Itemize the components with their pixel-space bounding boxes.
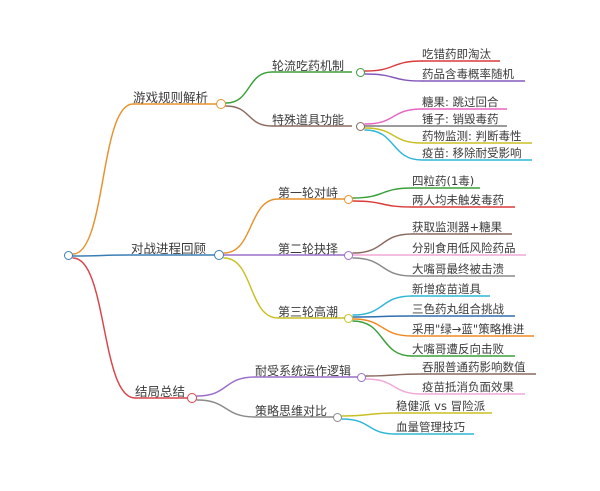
node-label-n2c[interactable]: 第三轮高潮 — [278, 306, 338, 320]
node-label-n2b[interactable]: 第二轮抉择 — [278, 243, 338, 257]
node-text-n2b: 第二轮抉择 — [278, 242, 339, 256]
node-label-n1a2[interactable]: 药品含毒概率随机 — [422, 67, 514, 83]
node-text-n2a: 第一轮对峙 — [278, 186, 339, 200]
node-text-n2c1: 新增疫苗道具 — [412, 282, 481, 296]
node-label-n1[interactable]: 游戏规则解析 — [133, 90, 209, 107]
node-label-n2a[interactable]: 第一轮对峙 — [278, 187, 338, 201]
edge-n1b-to-n1b4 — [364, 129, 423, 161]
node-text-n1a: 轮流吃药机制 — [272, 59, 345, 73]
node-text-n2b3: 大嘴哥最终被击溃 — [412, 262, 504, 276]
node-dot-n3[interactable] — [187, 393, 197, 403]
edge-n2a-to-n2a1 — [352, 187, 413, 199]
node-text-n3a1: 吞服普通药影响数值 — [422, 360, 526, 374]
edge-n2c-to-n2c1 — [352, 295, 413, 316]
edge-n3-to-n3a — [196, 376, 256, 397]
node-dot-n1a[interactable] — [355, 67, 365, 77]
node-label-n2a2[interactable]: 两人均未触发毒药 — [412, 193, 504, 209]
edge-n1-to-n1a — [225, 71, 273, 104]
edge-n2b-to-n2b3 — [352, 257, 413, 277]
edge-root-to-n3 — [72, 257, 136, 399]
edge-n2c-to-n2c3 — [352, 318, 413, 337]
edge-n1a-to-n1a2 — [364, 73, 423, 82]
node-label-n1b1[interactable]: 糖果: 跳过回合 — [422, 95, 499, 111]
node-text-n3a2: 疫苗抵消负面效果 — [422, 380, 514, 394]
edge-n2-to-n2c — [223, 257, 279, 319]
node-text-n2a2: 两人均未触发毒药 — [412, 193, 504, 207]
node-label-n3b1[interactable]: 稳健派 vs 冒险派 — [396, 399, 486, 415]
edge-n3b-to-n3b2 — [341, 418, 397, 435]
node-text-n2b2: 分别食用低风险药品 — [412, 241, 516, 255]
node-label-n1b4[interactable]: 疫苗: 移除耐受影响 — [422, 146, 522, 162]
node-label-n1b3[interactable]: 药物监测: 判断毒性 — [422, 129, 522, 145]
edge-n1b-to-n1b3 — [364, 127, 423, 144]
node-dot-n1[interactable] — [216, 99, 226, 109]
edge-n2c-to-n2c4 — [352, 320, 413, 357]
node-text-n1b: 特殊道具功能 — [272, 113, 345, 127]
node-text-n1b3: 药物监测: 判断毒性 — [422, 129, 522, 143]
edge-n2b-to-n2b1 — [352, 233, 413, 254]
edge-n2a-to-n2a2 — [352, 200, 413, 208]
node-label-n3a1[interactable]: 吞服普通药影响数值 — [422, 360, 526, 376]
node-dot-n2[interactable] — [214, 250, 224, 260]
node-text-n1a1: 吃错药即淘汰 — [422, 47, 491, 61]
node-text-n2c2: 三色药丸组合挑战 — [412, 302, 504, 316]
node-dot-n2b[interactable] — [343, 250, 353, 260]
node-label-n3a[interactable]: 耐受系统运作逻辑 — [255, 365, 351, 379]
edge-n2c-to-n2c2 — [352, 315, 413, 318]
node-text-n1b2: 锤子: 销毁毒药 — [422, 112, 499, 126]
node-label-n3a2[interactable]: 疫苗抵消负面效果 — [422, 380, 514, 396]
node-label-n2a1[interactable]: 四粒药(1毒) — [412, 174, 475, 190]
edge-root-to-n2 — [72, 254, 132, 257]
node-label-n2c4[interactable]: 大嘴哥遭反向击败 — [412, 342, 504, 358]
node-label-n3b[interactable]: 策略思维对比 — [255, 405, 327, 419]
node-text-n3a: 耐受系统运作逻辑 — [255, 364, 352, 378]
node-text-n2c: 第三轮高潮 — [278, 305, 339, 319]
edge-n2-to-n2a — [223, 198, 279, 254]
node-dot-n3a[interactable] — [356, 372, 366, 382]
node-dot-root[interactable] — [63, 250, 73, 260]
node-label-n2c3[interactable]: 采用"绿→蓝"策略推进 — [412, 322, 525, 338]
edge-n1-to-n1b — [225, 105, 273, 127]
edge-n1b-to-n1b1 — [364, 108, 423, 125]
node-label-n1a1[interactable]: 吃错药即淘汰 — [422, 47, 491, 63]
node-text-n3b1: 稳健派 vs 冒险派 — [396, 399, 486, 413]
node-label-n3[interactable]: 结局总结 — [135, 384, 186, 401]
node-text-n2b1: 获取监测器+糖果 — [412, 220, 503, 234]
node-text-n3b2: 血量管理技巧 — [396, 420, 465, 434]
node-dot-n2c[interactable] — [343, 313, 353, 323]
node-text-n2c3: 采用"绿→蓝"策略推进 — [412, 322, 525, 336]
edge-n3a-to-n3a1 — [365, 373, 423, 377]
edge-n3-to-n3b — [196, 399, 256, 418]
node-label-n1b2[interactable]: 锤子: 销毁毒药 — [422, 112, 499, 128]
edge-n1a-to-n1a1 — [364, 60, 423, 72]
node-label-n3b2[interactable]: 血量管理技巧 — [396, 420, 465, 436]
edge-root-to-n1 — [72, 103, 134, 255]
node-text-n1: 游戏规则解析 — [133, 90, 209, 105]
edge-n3a-to-n3a2 — [365, 378, 423, 395]
node-text-n2a1: 四粒药(1毒) — [412, 174, 475, 188]
node-dot-n2a[interactable] — [343, 194, 353, 204]
node-text-n2: 对战进程回顾 — [131, 241, 207, 256]
node-text-n2c4: 大嘴哥遭反向击败 — [412, 342, 504, 356]
node-text-n3: 结局总结 — [135, 384, 186, 399]
edge-n3b-to-n3b1 — [341, 412, 397, 417]
node-label-n2b2[interactable]: 分别食用低风险药品 — [412, 241, 516, 257]
node-text-n1b1: 糖果: 跳过回合 — [422, 95, 499, 109]
node-text-n1a2: 药品含毒概率随机 — [422, 67, 514, 81]
node-label-n1a[interactable]: 轮流吃药机制 — [272, 60, 344, 74]
node-dot-n3b[interactable] — [332, 412, 342, 422]
node-text-n1b4: 疫苗: 移除耐受影响 — [422, 146, 522, 160]
node-dot-n1b[interactable] — [355, 121, 365, 131]
node-label-n2b1[interactable]: 获取监测器+糖果 — [412, 220, 503, 236]
node-text-n3b: 策略思维对比 — [255, 404, 328, 418]
node-label-n2c1[interactable]: 新增疫苗道具 — [412, 282, 481, 298]
node-label-n2[interactable]: 对战进程回顾 — [131, 241, 207, 258]
node-label-n1b[interactable]: 特殊道具功能 — [272, 114, 344, 128]
node-label-n2c2[interactable]: 三色药丸组合挑战 — [412, 302, 504, 318]
node-label-n2b3[interactable]: 大嘴哥最终被击溃 — [412, 262, 504, 278]
